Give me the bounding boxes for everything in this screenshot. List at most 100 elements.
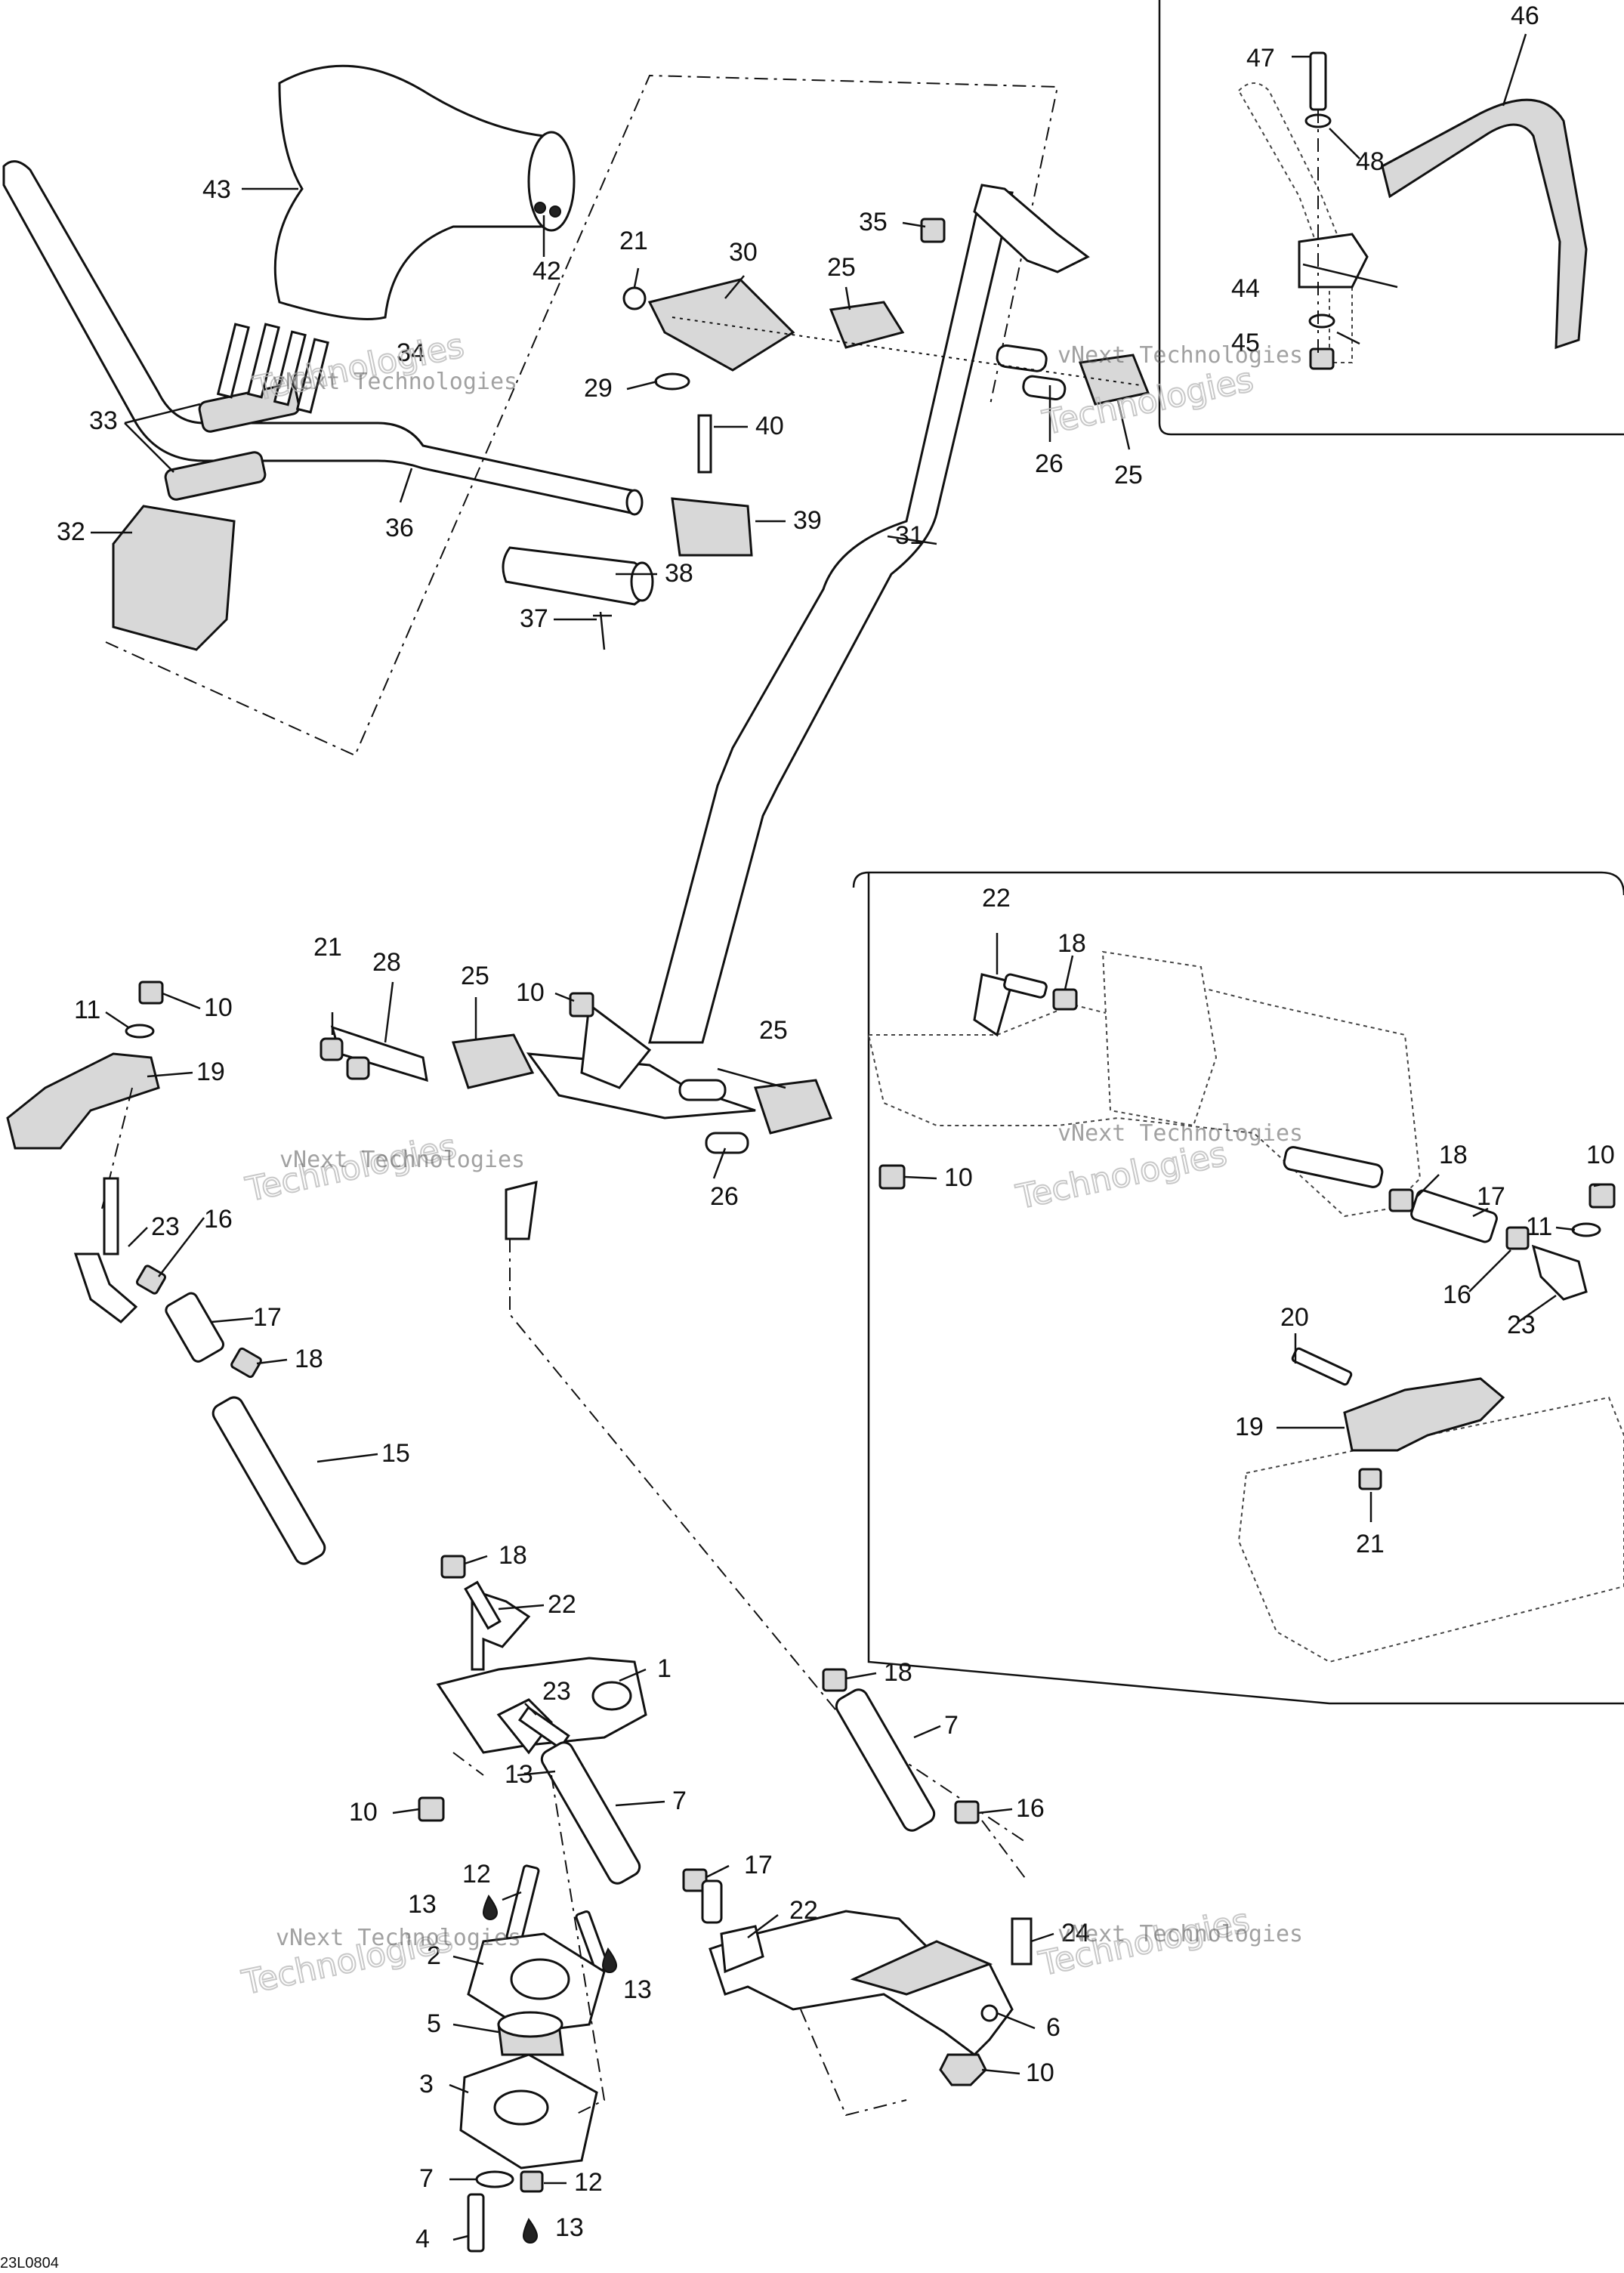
washer-6 [475, 2170, 514, 2188]
callout-44: 44 [1231, 274, 1260, 303]
callout-2: 2 [427, 1941, 441, 1970]
callout-25-center: 23 [542, 1677, 571, 1706]
callout-20-inset: 18 [1439, 1141, 1468, 1169]
callout-47: 47 [1246, 44, 1275, 73]
callout-10-left: 10 [204, 993, 233, 1022]
callout-6: 7 [419, 2164, 434, 2193]
svg-text:vNext Technologies: vNext Technologies [1057, 342, 1303, 369]
bushing-27-lower-right [753, 1079, 833, 1135]
callout-18-inset: 17 [1477, 1182, 1505, 1211]
callout-40: 39 [793, 506, 822, 535]
callout-46: 46 [1511, 2, 1539, 30]
lower-mount-plate [580, 1002, 652, 1089]
callout-16-left: 16 [204, 1205, 233, 1234]
handlebar-clamp-bottom [164, 451, 267, 501]
callout-20-left: 18 [295, 1345, 323, 1373]
jam-nut-19-right [822, 1668, 848, 1692]
drop-icon [601, 1947, 618, 1973]
ball-joint-center [505, 1181, 538, 1240]
svg-text:Technologies: Technologies [1013, 1135, 1230, 1217]
bushing-27-top [829, 301, 905, 349]
upper-column-bracket-group [622, 278, 1150, 406]
pitman-arm-1 [436, 1657, 647, 1754]
column-support-group [459, 1774, 610, 2253]
callout-33: 32 [57, 517, 85, 546]
callout-11-left: 11 [74, 996, 100, 1024]
callout-4: 4 [415, 2225, 430, 2253]
svg-text:Technologies: Technologies [1039, 360, 1257, 443]
callout-10-center: 10 [349, 1798, 378, 1827]
handlebar-clamp-top [198, 383, 301, 433]
callout-34: 33 [89, 406, 118, 435]
jam-nut-19-inset [1052, 988, 1078, 1011]
callout-16-inset: 16 [1443, 1280, 1471, 1309]
handlebar-pad [273, 64, 560, 320]
callout-15: 13 [505, 1760, 533, 1789]
callout-7: 6 [1046, 2013, 1061, 2042]
callout-14-b: 13 [623, 1975, 652, 2004]
callout-3: 3 [419, 2070, 434, 2099]
bolt-47 [1309, 51, 1327, 111]
ball-joint-25-inset [1531, 1244, 1588, 1301]
callout-11-inset: 11 [1526, 1212, 1552, 1241]
callout-8-upper: 7 [944, 1711, 959, 1740]
inset-middle-right-parts [867, 950, 1624, 1663]
callout-14-c: 13 [555, 2213, 584, 2242]
nut-23-inset [1358, 1468, 1382, 1490]
callout-31: 30 [729, 238, 758, 267]
bracket-bolt [697, 414, 712, 474]
callout-27-right: 25 [1114, 461, 1143, 489]
callout-19-inset: 18 [1057, 929, 1086, 958]
nut-10-inset-left [878, 1164, 906, 1190]
drop-icons [482, 1895, 618, 2244]
callout-48: 48 [1356, 147, 1385, 176]
callout-12: 12 [574, 2168, 603, 2197]
jam-nut-16-left [135, 1265, 167, 1295]
stud-26 [1011, 1917, 1033, 1966]
nut-10-left [138, 981, 164, 1005]
callout-41: 40 [755, 412, 784, 440]
callout-25-left: 23 [151, 1212, 180, 1241]
ball-joint-25-left [73, 1252, 138, 1323]
callout-35: 34 [397, 338, 425, 367]
callout-43: 43 [202, 175, 231, 204]
callout-37: 36 [385, 514, 414, 542]
drop-icon [522, 2218, 539, 2244]
callout-39: 38 [665, 559, 693, 588]
ghost-chassis [1237, 1396, 1624, 1663]
callout-23-mid: 21 [313, 933, 342, 962]
inset-top-right-parts [1237, 51, 1588, 370]
callout-42: 42 [533, 257, 561, 286]
callout-38: 37 [520, 604, 548, 633]
link-rod-8-upper [835, 1688, 936, 1832]
callout-27-mid-right: 25 [759, 1016, 788, 1045]
callout-10-inset-right: 10 [1586, 1141, 1615, 1169]
drop-icon [482, 1895, 499, 1920]
callout-26: 24 [1061, 1919, 1090, 1947]
callout-10-lower: 10 [1026, 2058, 1054, 2087]
pitman-arm-group [418, 1657, 723, 1924]
bushing-27-left [451, 1033, 535, 1089]
clamp-44 [1298, 233, 1369, 289]
washer-45 [1308, 313, 1335, 329]
callout-18-lower: 17 [744, 1851, 773, 1879]
callout-1: 1 [657, 1654, 672, 1683]
svg-text:vNext Technologies: vNext Technologies [279, 1147, 525, 1173]
callout-17: 15 [381, 1439, 410, 1468]
steering-arm-21-left [6, 1052, 160, 1150]
adjuster-18-left [165, 1292, 224, 1363]
end-plug [593, 611, 612, 650]
inset-frame-middle-right [852, 871, 1624, 1705]
callout-28-top: 26 [1035, 449, 1064, 478]
callout-21-inset: 19 [1235, 1413, 1264, 1441]
jam-nut-20-left [230, 1347, 262, 1379]
ball-joint-24-lower [720, 1925, 764, 1974]
bolt-4 [467, 2193, 485, 2253]
callout-19-left: 18 [499, 1541, 527, 1570]
nut-10-lower [939, 2053, 987, 2086]
jam-nut-20-inset [1388, 1188, 1414, 1212]
idler-bracket-7 [709, 1910, 1014, 2056]
callout-45: 45 [1231, 329, 1260, 357]
jam-nut-16-right [954, 1800, 980, 1824]
right-link-rod-group [822, 1668, 1028, 1882]
